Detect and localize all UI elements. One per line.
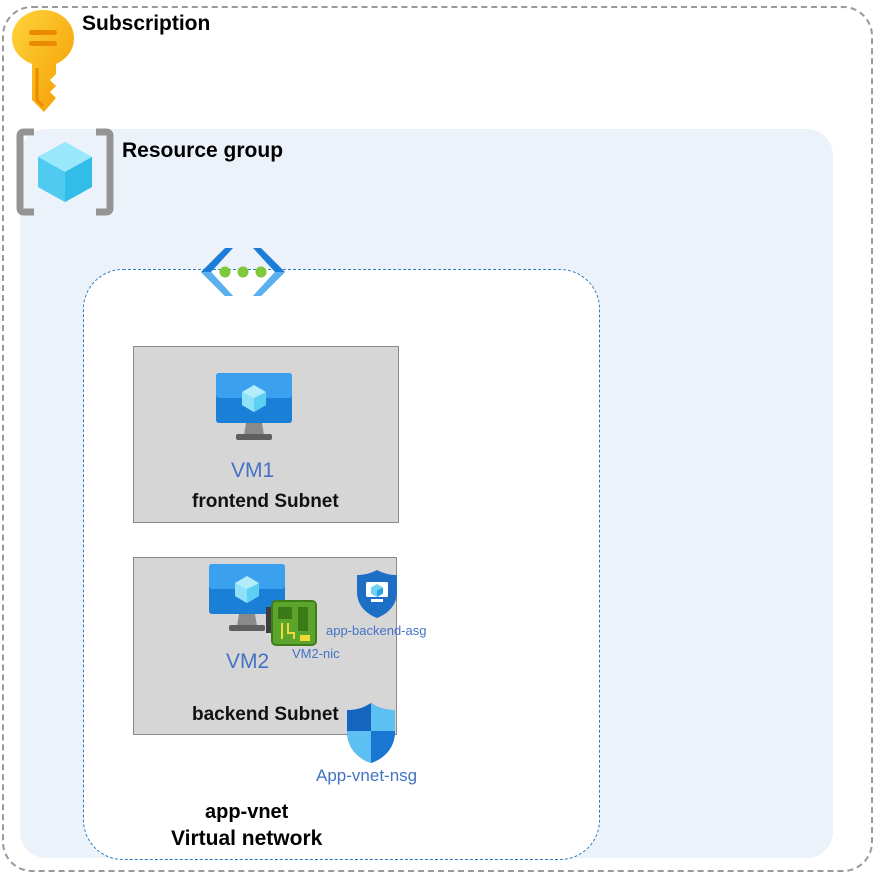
subscription-container: [2, 6, 873, 872]
vm2-label: VM2: [226, 650, 270, 673]
vnet-type-label: Virtual network: [171, 827, 323, 850]
vm1-label: VM1: [231, 459, 275, 482]
frontend-subnet-label: frontend Subnet: [192, 491, 339, 512]
vnet-name-label: app-vnet: [205, 801, 289, 823]
network-security-group-icon: [345, 701, 397, 765]
subscription-title: Subscription: [82, 12, 211, 35]
nic-label: VM2-nic: [292, 646, 340, 661]
virtual-machine-icon: [209, 564, 285, 632]
virtual-network-icon: [199, 244, 287, 300]
key-icon: [10, 8, 76, 118]
backend-subnet-label: backend Subnet: [192, 704, 339, 725]
asg-label: app-backend-asg: [326, 623, 427, 638]
application-security-group-icon: [355, 568, 399, 620]
nsg-label: App-vnet-nsg: [316, 766, 418, 785]
resource-group-title: Resource group: [122, 139, 284, 162]
network-interface-icon: [266, 599, 318, 647]
resource-group-icon: [16, 128, 114, 216]
virtual-machine-icon: [216, 373, 292, 441]
